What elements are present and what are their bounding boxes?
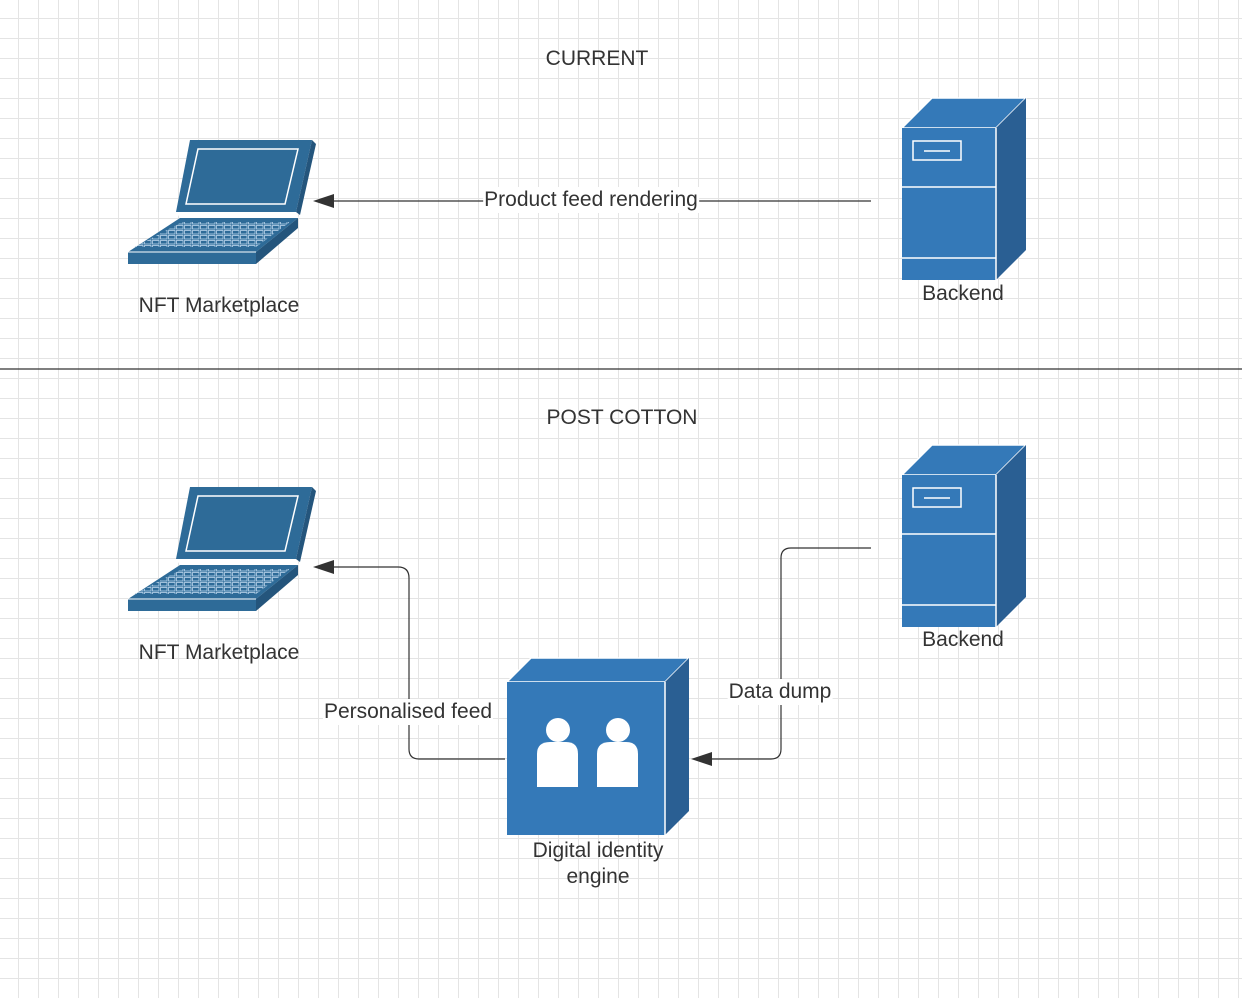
laptop-label: NFT Marketplace — [138, 641, 300, 664]
edge-label-product-feed: Product feed rendering — [483, 187, 699, 214]
edge-personalised-feed[interactable] — [313, 560, 505, 760]
engine-label: Digital identity engine — [532, 839, 664, 889]
server-icon[interactable] — [901, 444, 1027, 628]
server-label: Backend — [922, 628, 1004, 651]
section-title-post-cotton: POST COTTON — [546, 406, 698, 429]
laptop-label: NFT Marketplace — [138, 294, 300, 317]
laptop-icon[interactable] — [127, 139, 317, 265]
edge-data-dump[interactable] — [691, 547, 871, 766]
arrow-head-icon — [691, 752, 712, 766]
server-label: Backend — [922, 282, 1004, 305]
edge-label-personalised-feed: Personalised feed — [322, 699, 494, 726]
server-icon[interactable] — [901, 97, 1027, 281]
edge-label-data-dump: Data dump — [727, 679, 833, 706]
arrow-head-icon — [313, 194, 334, 208]
laptop-icon[interactable] — [127, 486, 317, 612]
users-cube-icon[interactable] — [506, 657, 691, 835]
arrow-head-icon — [313, 560, 334, 574]
section-title-current: CURRENT — [545, 47, 649, 70]
